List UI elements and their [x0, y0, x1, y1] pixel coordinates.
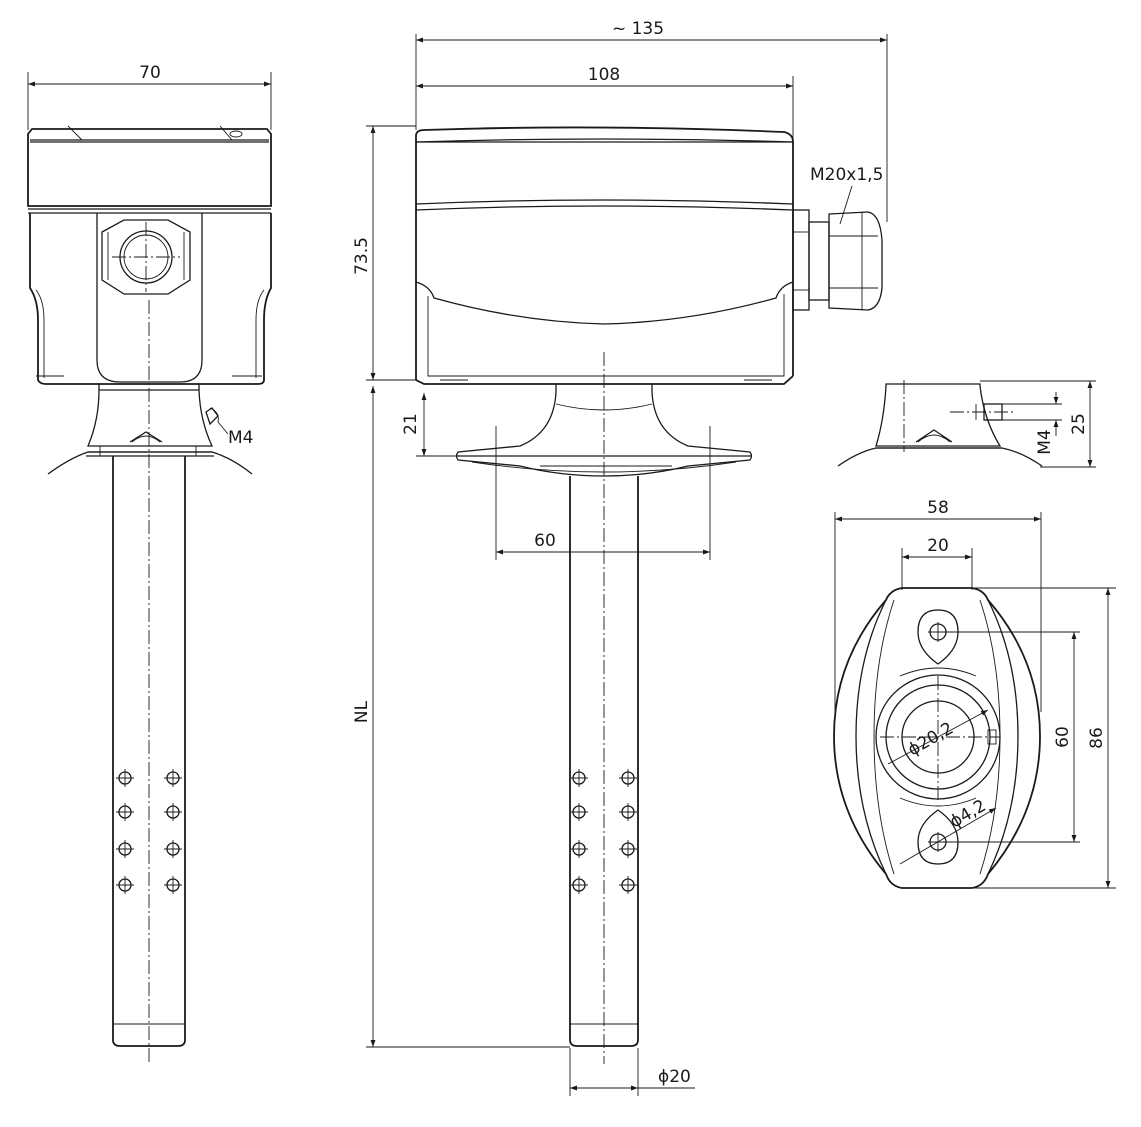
nominal-length-label: NL — [352, 700, 372, 723]
probe-diameter-label: ϕ20 — [658, 1067, 691, 1087]
front-width-dimension: 70 — [27, 63, 272, 130]
front-probe-vent-holes — [116, 769, 182, 894]
flange-length-label: 86 — [1087, 727, 1107, 749]
housing-length-dimension: 108 — [416, 65, 794, 200]
flange-height-label: 21 — [401, 413, 421, 435]
housing-height-dimension: 73.5 — [352, 125, 416, 381]
front-screw-label: M4 — [228, 428, 253, 448]
detail-height-label: 25 — [1069, 413, 1089, 435]
detail-screw-label: M4 — [1035, 429, 1055, 454]
front-flange: M4 — [47, 384, 253, 475]
gland-thread-label: M20x1,5 — [810, 165, 883, 185]
flange-bolt-spacing-label: 60 — [534, 531, 556, 551]
flange-top-view: 58 20 ϕ4,2 ϕ20,2 — [833, 498, 1116, 889]
nominal-length-dimension: NL — [352, 386, 570, 1048]
overall-length-label: ~ 135 — [612, 19, 664, 39]
housing-length-label: 108 — [588, 65, 620, 85]
flange-width-label: 58 — [927, 498, 949, 518]
flange-hole-spacing-label: 60 — [1053, 726, 1073, 748]
housing-height-label: 73.5 — [352, 237, 372, 275]
overall-length-dimension: ~ 135 — [415, 19, 888, 222]
side-flange: 60 — [455, 384, 753, 560]
flange-height-dimension: 21 — [401, 393, 456, 457]
front-probe — [112, 300, 186, 1064]
side-view: ~ 135 108 73.5 21 NL — [352, 19, 888, 1096]
side-housing — [415, 126, 794, 1064]
side-probe-vent-holes — [570, 769, 637, 894]
cable-gland: M20x1,5 — [792, 165, 883, 311]
flange-inner-width-label: 20 — [927, 536, 949, 556]
front-housing — [27, 125, 272, 385]
front-width-label: 70 — [139, 63, 161, 83]
flange-bore-label: ϕ20,2 — [905, 718, 958, 760]
front-view: 70 — [27, 63, 272, 1064]
side-probe: ϕ20 — [569, 476, 695, 1096]
flange-detail-view: M4 25 — [837, 380, 1096, 468]
